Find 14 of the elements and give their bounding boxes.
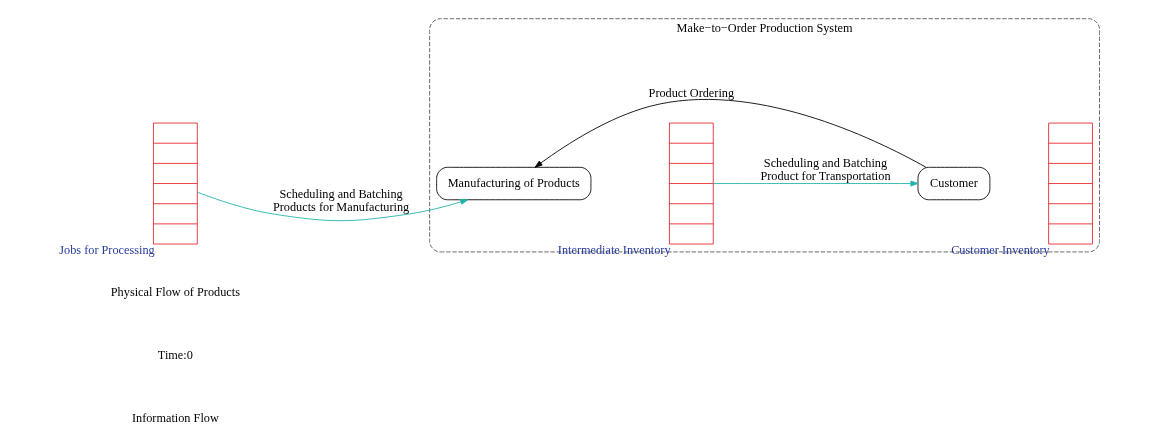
arrow xyxy=(534,99,926,168)
label: Time:0 xyxy=(157,347,193,362)
arrow xyxy=(712,180,918,187)
node-label: Customer Inventory xyxy=(950,243,1050,258)
edge-label: Product Ordering xyxy=(648,85,734,100)
label: Information Flow xyxy=(131,410,219,425)
edge-label: Scheduling and Batching Products for Manufacturing xyxy=(272,186,409,214)
arrow xyxy=(196,191,468,222)
node-label: Intermediate Inventory xyxy=(557,243,671,258)
label: Physical Flow of Products xyxy=(110,284,240,299)
edge-label: Scheduling and Batching Product for Transportation xyxy=(759,156,891,184)
node-box: Manufacturing of Products xyxy=(435,166,591,201)
node-label: Jobs for Processing xyxy=(58,243,155,258)
node-box: Customer xyxy=(917,166,990,201)
